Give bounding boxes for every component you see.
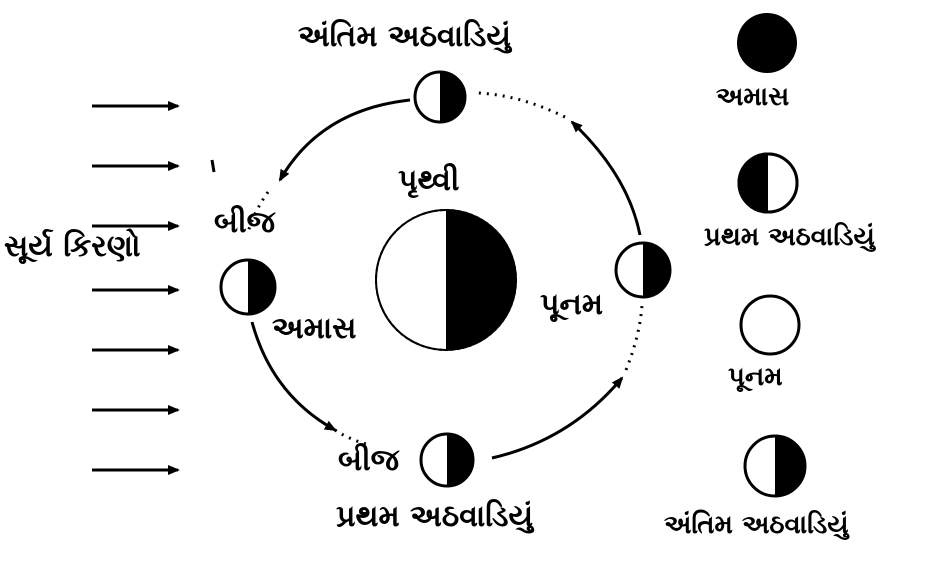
legend-full-moon	[739, 294, 801, 356]
orbit-top-label: અંતિમ અઠવાડિયું	[298, 19, 511, 54]
orbit-arc-top-left	[278, 98, 411, 182]
orbit-path	[246, 91, 644, 460]
orbit-arc-right-top	[570, 120, 642, 236]
sun-rays	[92, 101, 180, 475]
legend-first-quarter-moon	[737, 152, 799, 214]
orbit-moon-top	[413, 70, 467, 124]
orbit-right-label: પૂનમ	[540, 287, 603, 322]
sun-rays-label: સૂર્ય કિરણો	[4, 229, 141, 264]
orbit-bottom-upper-label: બીજ	[338, 443, 400, 478]
orbit-moon-right	[614, 241, 672, 299]
legend-first-quarter-label: પ્રથમ અઠવાડિયું	[704, 222, 875, 252]
orbit-arc-bottom-right-dotted	[624, 304, 644, 371]
orbit-bottom-label: પ્રથમ અઠવાડિયું	[336, 499, 534, 534]
orbit-left-lower-label: અમાસ	[272, 311, 357, 346]
stray-mark	[210, 159, 216, 173]
legend-new-moon-label: અમાસ	[716, 82, 790, 112]
earth-outline	[375, 209, 517, 351]
legend-last-quarter-moon	[743, 434, 807, 498]
orbit-arc-top-right-dotted	[477, 91, 566, 119]
orbit-moon-bottom	[419, 432, 475, 488]
legend-full-moon-label: પૂનમ	[728, 362, 783, 392]
orbit-arc-bottom-right	[491, 376, 624, 460]
legend-new-moon	[737, 13, 797, 73]
orbit-arc-bottom-left	[250, 321, 337, 432]
orbit-arc-top-left-dotted	[246, 191, 270, 233]
earth	[375, 209, 517, 351]
earth-night-side	[446, 210, 516, 350]
orbit-moon-left	[219, 258, 277, 316]
legend-last-quarter-label: અંતિમ અઠવાડિયું	[664, 510, 849, 540]
earth-label: પૃથ્વી	[398, 163, 460, 198]
orbit-left-upper-label: બીજ	[214, 205, 276, 240]
